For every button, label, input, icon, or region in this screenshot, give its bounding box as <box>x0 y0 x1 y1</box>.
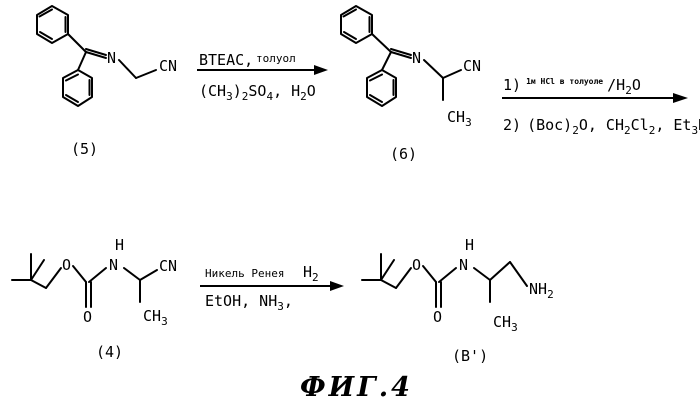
compound-b-prime-ester-o: O <box>412 256 421 274</box>
compound-4-label: (4) <box>96 343 123 361</box>
compound-6-nitrile: CN <box>463 57 481 75</box>
compound-b-prime-nh-n: N <box>459 256 468 274</box>
arrow-2-step-1: 1)1м HCl в толуоле/H2O <box>503 76 641 97</box>
arrow-3-hydrogen: H2 <box>303 263 319 284</box>
arrow-2-step-2: 2)(Boc)2O, CH2Cl2, Et3N <box>503 116 700 137</box>
compound-4-nh-n: N <box>109 256 118 274</box>
compound-4-ester-o: O <box>62 256 71 274</box>
compound-4-methyl: CH3 <box>143 307 168 328</box>
compound-4-nitrile: CN <box>159 257 177 275</box>
reaction-arrow-1: BTEAC, толуол (CH3)2SO4, H2O <box>197 51 328 103</box>
compound-b-prime-nh-h: H <box>465 236 474 254</box>
compound-b-prime-carbonyl-o: O <box>433 308 442 326</box>
compound-4-carbonyl-o: O <box>83 308 92 326</box>
compound-4-structure: O O H N CN CH3 (4) <box>12 236 177 361</box>
arrow-3-conditions: EtOH, NH3, <box>205 292 293 313</box>
compound-b-prime-structure: O O H N NH2 CH3 (B') <box>362 236 554 365</box>
compound-5-imine-n: N <box>107 49 116 67</box>
figure-caption: ФИГ.4 <box>300 372 413 403</box>
arrow-1-solvent: толуол <box>256 52 296 65</box>
compound-4-nh-h: H <box>115 236 124 254</box>
compound-5-nitrile: CN <box>159 57 177 75</box>
reaction-arrow-3: Никель Ренея H2 EtOH, NH3, <box>200 263 344 313</box>
compound-b-prime-label: (B') <box>452 347 488 365</box>
compound-5-label: (5) <box>71 140 98 158</box>
compound-6-structure: N CN CH3 (6) <box>341 6 481 163</box>
arrow-3-catalyst: Никель Ренея <box>205 267 284 280</box>
compound-6-methyl: CH3 <box>447 108 472 129</box>
arrow-1-reagent-bteac: BTEAC, <box>199 51 253 69</box>
compound-b-prime-amine: NH2 <box>529 280 554 301</box>
compound-6-imine-n: N <box>412 49 421 67</box>
compound-b-prime-methyl: CH3 <box>493 313 518 334</box>
compound-6-label: (6) <box>390 145 417 163</box>
reaction-arrow-2: 1)1м HCl в толуоле/H2O 2)(Boc)2O, CH2Cl2… <box>502 76 700 137</box>
arrow-1-reagent-dimethylsulfate: (CH3)2SO4, H2O <box>199 82 316 103</box>
compound-5-structure: N CN (5) <box>37 6 177 158</box>
